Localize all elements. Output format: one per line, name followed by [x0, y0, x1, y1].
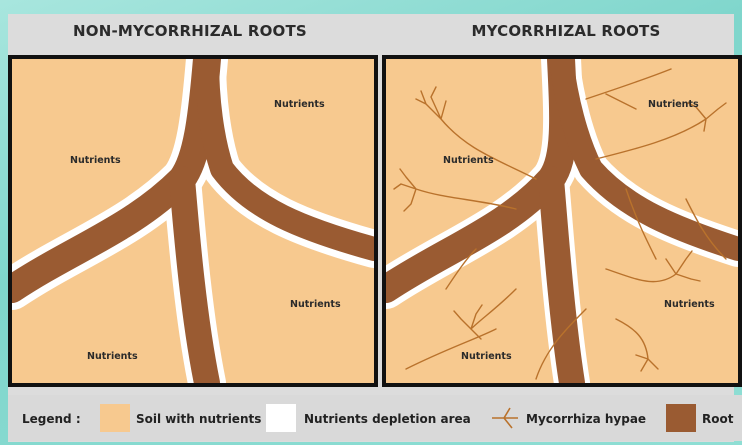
nutrients-label: Nutrients [648, 99, 699, 110]
nutrients-label: Nutrients [87, 351, 138, 362]
legend-swatch-hyphae [490, 404, 520, 432]
nutrients-label: Nutrients [70, 155, 121, 166]
nutrients-label: Nutrients [290, 299, 341, 310]
nutrients-label: Nutrients [443, 155, 494, 166]
panel-mycorrhizal: Nutrients Nutrients Nutrients Nutrients [382, 55, 742, 387]
nutrients-label: Nutrients [664, 299, 715, 310]
legend-label-hyphae: Mycorrhiza hypae [526, 412, 646, 426]
legend-label-soil: Soil with nutrients [136, 412, 261, 426]
title-non-mycorrhizal: NON-MYCORRHIZAL ROOTS [10, 22, 370, 42]
legend-title: Legend : [22, 412, 81, 426]
panel-non-mycorrhizal: Nutrients Nutrients Nutrients Nutrients [8, 55, 378, 387]
legend: Legend : Soil with nutrients Nutrients d… [8, 395, 742, 441]
legend-swatch-soil [100, 404, 130, 432]
legend-label-depletion: Nutrients depletion area [304, 412, 471, 426]
legend-label-root: Root [702, 412, 733, 426]
legend-swatch-depletion [266, 404, 296, 432]
nutrients-label: Nutrients [461, 351, 512, 362]
title-mycorrhizal: MYCORRHIZAL ROOTS [386, 22, 742, 42]
legend-swatch-root [666, 404, 696, 432]
root [561, 59, 738, 249]
nutrients-label: Nutrients [274, 99, 325, 110]
